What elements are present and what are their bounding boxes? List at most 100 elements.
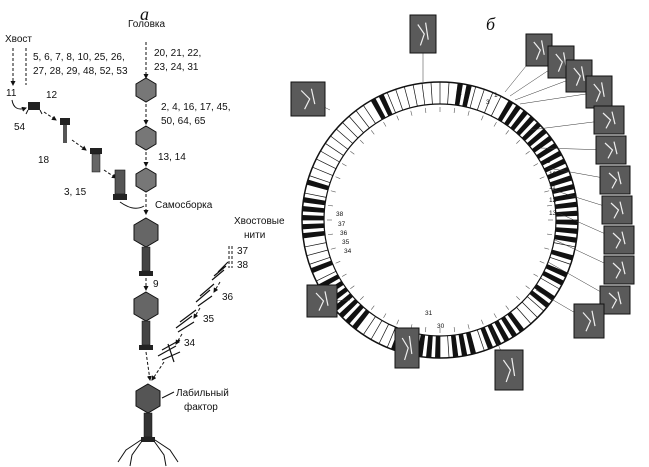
gene-block — [504, 105, 521, 126]
head-genes2-line2: 50, 64, 65 — [161, 116, 206, 127]
inner-tick — [467, 324, 470, 330]
ring-divider — [316, 270, 337, 282]
inner-tick — [370, 305, 375, 310]
inner-tick — [453, 327, 456, 333]
inner-tick — [424, 327, 427, 333]
inner-tick — [330, 247, 336, 250]
gene-block — [540, 151, 562, 166]
gene-block — [553, 193, 577, 202]
ring-divider — [447, 335, 450, 358]
head-label: Головка — [128, 19, 166, 30]
tail-tube-icon — [60, 118, 70, 143]
gene-block — [542, 271, 564, 286]
ring-label-38: 38 — [336, 211, 344, 218]
micrograph-thumbnail — [585, 75, 613, 109]
ring-divider — [516, 306, 532, 324]
gene-block — [302, 223, 325, 230]
ring-segments — [302, 82, 578, 358]
inner-tick — [467, 110, 470, 116]
gene-block — [352, 309, 370, 330]
inner-tick — [341, 273, 347, 277]
inner-tick — [359, 139, 364, 144]
ring-divider — [320, 150, 340, 163]
inner-tick — [516, 296, 521, 301]
gene-12: 12 — [46, 90, 58, 101]
ring-divider — [342, 122, 359, 139]
gene-block — [510, 110, 528, 131]
labile-line1: Лабильный — [176, 387, 229, 399]
ring-divider — [304, 242, 327, 248]
ring-label-30: 30 — [437, 323, 445, 330]
inner-tick — [341, 163, 347, 167]
ring-divider — [309, 175, 331, 184]
ring-divider — [309, 256, 331, 265]
inner-tick — [505, 305, 510, 310]
gene-block — [522, 122, 542, 141]
gene-block — [500, 316, 517, 338]
ring-label-13: 13 — [549, 210, 557, 217]
gene-block — [550, 250, 574, 261]
gene-block — [549, 175, 573, 187]
ring-divider — [306, 249, 329, 257]
ring-label-3: 3 — [486, 99, 490, 106]
baseplate-icon — [25, 102, 43, 115]
ring-divider — [386, 92, 396, 113]
inner-tick — [481, 319, 484, 325]
inner-tick — [359, 296, 364, 301]
mature-phage-icon — [117, 383, 179, 467]
inner-tick — [396, 319, 399, 325]
head-icon-3 — [135, 167, 157, 193]
gene-block — [310, 260, 333, 273]
gene-block — [458, 333, 467, 357]
gene-38: 38 — [237, 260, 249, 271]
gene-block — [306, 179, 330, 190]
gene-block — [555, 210, 578, 217]
micrograph-thumbnail — [290, 81, 326, 117]
ring-divider — [536, 284, 555, 297]
gene-37: 37 — [237, 246, 249, 257]
ring-label-10: 10 — [549, 171, 557, 178]
micrograph-thumbnail — [603, 225, 635, 255]
baseplate-arrow — [11, 99, 27, 112]
micrograph-thumbnail — [394, 327, 420, 369]
tail-fibers-line1: Хвостовые — [234, 216, 285, 227]
phage-no-fibers-icon — [133, 217, 159, 276]
gene-block — [498, 100, 514, 122]
fiber-half-icon-1 — [211, 261, 229, 281]
inner-tick — [370, 130, 375, 135]
micrograph-thumbnail — [494, 349, 524, 391]
inner-tick — [505, 130, 510, 135]
gene-block — [494, 320, 509, 342]
tail-fibers-line2: нити — [244, 230, 265, 241]
micrograph-thumbnail — [593, 105, 625, 135]
genome-ring — [301, 34, 620, 371]
inner-tick — [516, 139, 521, 144]
inner-tick — [453, 107, 456, 113]
ring-label-34: 34 — [344, 248, 352, 255]
ring-divider — [336, 128, 354, 144]
ring-divider — [363, 105, 376, 124]
gene-block — [302, 230, 325, 239]
micrograph-thumbnail — [573, 303, 605, 339]
inner-tick — [327, 204, 333, 207]
ring-divider — [312, 166, 333, 176]
gene-block — [544, 158, 566, 173]
gene-block — [554, 235, 577, 243]
gene-block — [527, 129, 547, 147]
gene-block — [465, 332, 476, 355]
inner-tick — [327, 233, 333, 236]
gene-block — [302, 206, 325, 213]
ring-divider — [370, 320, 383, 340]
ring-divider — [386, 327, 396, 348]
micrograph-thumbnail — [601, 195, 633, 225]
gene-34: 34 — [184, 338, 196, 349]
gene-block — [555, 220, 578, 225]
gene-block — [532, 135, 553, 153]
ring-divider — [304, 192, 327, 198]
gene-block — [450, 335, 459, 358]
ring-divider — [430, 82, 433, 105]
ring-divider — [521, 301, 538, 318]
ring-divider — [348, 116, 364, 134]
fiber-half-icon-2 — [195, 283, 215, 307]
